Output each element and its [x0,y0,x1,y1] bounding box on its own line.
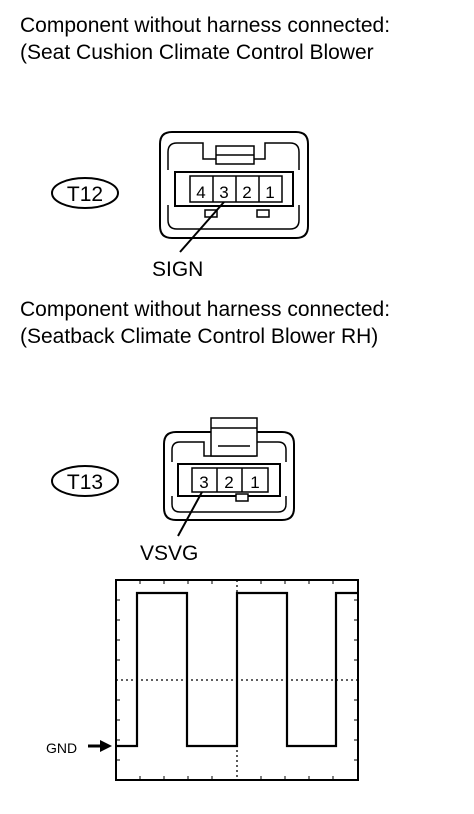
arrow-right-icon [88,740,112,752]
connector-id-t12: T12 [67,183,103,206]
square-wave-trace [116,591,358,748]
t12-pin-2: 2 [242,183,251,202]
section-2-caption-line2: (Seatback Climate Control Blower RH) [20,325,379,348]
t13-pin-3: 3 [199,473,208,492]
t12-signal-leader-line [179,201,225,253]
connector-t13-inner-shell-lower [171,496,287,513]
section-2-caption: Component without harness connected: (Se… [20,296,390,350]
t12-pin-4: 4 [196,183,205,202]
section-1-caption-line2: (Seat Cushion Climate Control Blower [20,41,374,64]
t13-pin-2: 2 [224,473,233,492]
connector-id-badge-t12 [51,177,119,209]
connector-t13-lock-tab [210,417,258,457]
waveform-ticks [116,580,358,780]
section-1-caption-line1: Component without harness connected: [20,14,391,37]
section-1-caption: Component without harness connected: (Se… [20,12,390,66]
connector-id-t13: T13 [67,471,103,494]
ground-label: GND [46,740,77,756]
connector-id-badge-t13 [51,465,119,497]
connector-t13: T13 3 2 1 VSVG [51,417,295,565]
t13-signal-leader-line [177,491,203,537]
t12-pin-3: 3 [219,183,228,202]
connector-t12-inner-shell-lower [167,205,300,230]
t12-pin-1: 1 [265,183,274,202]
waveform-display [115,579,359,781]
t13-pin-1: 1 [250,473,259,492]
t12-signal-label: SIGN [152,258,203,281]
section-2-caption-line1: Component without harness connected: [20,298,391,321]
connector-t12: T12 4 3 2 1 SIGN [51,131,309,281]
t13-signal-label: VSVG [140,542,198,565]
